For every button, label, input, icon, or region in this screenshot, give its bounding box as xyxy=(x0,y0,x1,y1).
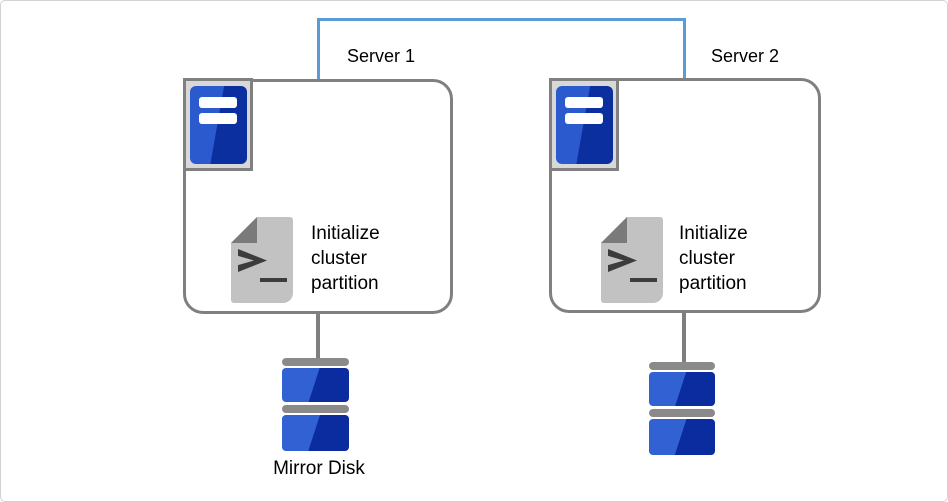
script-page-fold xyxy=(601,217,627,243)
mirror-disk-stack-icon xyxy=(282,358,349,451)
server-slot xyxy=(564,96,603,108)
prompt-cursor-icon xyxy=(260,278,287,282)
disk-platter xyxy=(282,415,349,451)
mirror-disk-stack-icon xyxy=(649,362,715,455)
disk-cap xyxy=(282,358,349,366)
disk-platter xyxy=(649,372,715,406)
server-slot xyxy=(198,112,237,124)
interconnect-link-drop-server1 xyxy=(317,18,320,79)
server-slot xyxy=(198,96,237,108)
terminal-script-icon xyxy=(601,217,663,303)
server2-disk-stem xyxy=(682,311,686,363)
disk-platter xyxy=(649,419,715,455)
server1-disk-stem xyxy=(316,312,320,359)
script-page-fold xyxy=(231,217,257,243)
server-chassis xyxy=(189,85,247,164)
disk-platter xyxy=(282,368,349,402)
server1-label: Server 1 xyxy=(347,46,416,66)
prompt-cursor-icon xyxy=(630,278,657,282)
server2-task-text: Initialize cluster partition xyxy=(679,221,748,296)
mirror-disk-label: Mirror Disk xyxy=(273,458,365,479)
task-line: partition xyxy=(679,273,747,294)
interconnect-link-line xyxy=(317,18,686,21)
server2-label: Server 2 xyxy=(711,46,780,66)
server1-task-text: Initialize cluster partition xyxy=(311,221,380,296)
server-tower-icon xyxy=(549,78,619,171)
task-line: cluster xyxy=(311,248,367,269)
task-line: cluster xyxy=(679,248,735,269)
disk-cap xyxy=(649,362,715,370)
task-line: Initialize xyxy=(311,223,380,244)
server-slot xyxy=(564,112,603,124)
task-line: partition xyxy=(311,273,379,294)
task-line: Initialize xyxy=(679,223,748,244)
interconnect-link-drop-server2 xyxy=(683,18,686,79)
disk-cap xyxy=(282,405,349,413)
server-tower-icon xyxy=(183,78,253,171)
server-chassis xyxy=(555,85,613,164)
disk-cap xyxy=(649,409,715,417)
terminal-script-icon xyxy=(231,217,293,303)
